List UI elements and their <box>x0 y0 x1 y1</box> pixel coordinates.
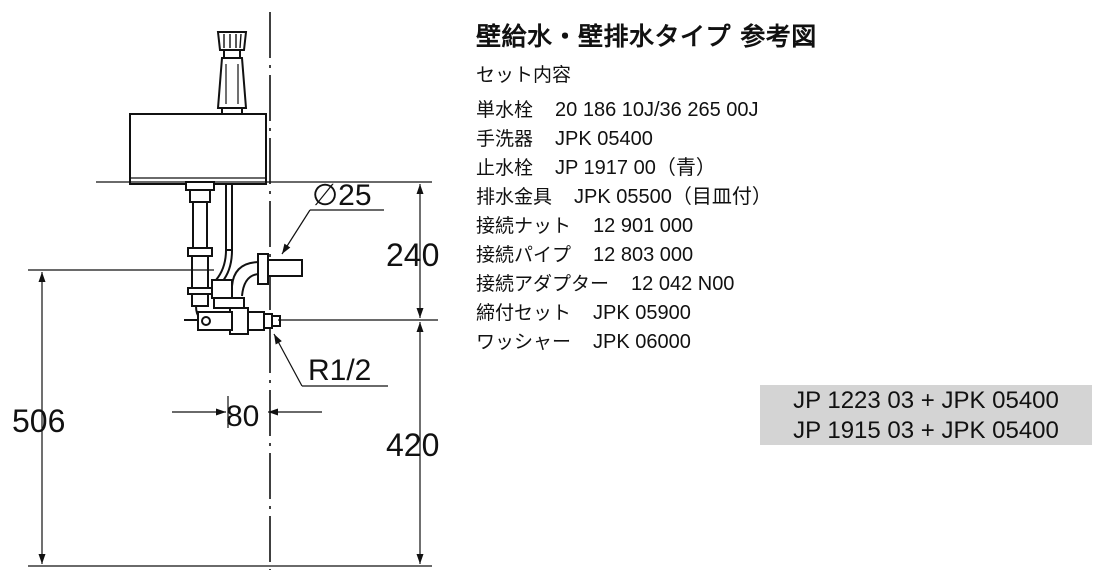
part-number: JPK 05900 <box>593 302 691 324</box>
faucet <box>216 31 248 117</box>
dim-80-label: 80 <box>226 400 259 433</box>
dim-420-label: 420 <box>386 427 439 463</box>
model-number-box: JP 1223 03 + JPK 05400 JP 1915 03 + JPK … <box>760 385 1092 445</box>
list-item: 排水金具 JPK 05500（目皿付） <box>476 183 772 212</box>
list-item: 接続パイプ 12 803 000 <box>476 241 772 270</box>
list-item: ワッシャー JPK 06000 <box>476 328 772 357</box>
part-number: 12 803 000 <box>593 244 694 266</box>
part-number: 12 901 000 <box>593 215 694 237</box>
part-number: JPK 06000 <box>593 331 691 353</box>
drain-pipe <box>185 181 232 325</box>
part-name: 単水栓 <box>476 99 534 121</box>
part-name: 手洗器 <box>476 128 534 150</box>
model-number: JP 1915 03 + JPK 05400 <box>793 417 1059 444</box>
model-number: JP 1223 03 + JPK 05400 <box>793 387 1059 414</box>
part-number: JP 1917 00（青） <box>555 157 716 179</box>
part-number: JPK 05400 <box>555 128 653 150</box>
part-name: 接続アダプター <box>476 273 610 295</box>
list-item: 止水栓 JP 1917 00（青） <box>476 154 772 183</box>
part-name: 接続パイプ <box>476 244 572 266</box>
dim-diameter-label: ∅25 <box>312 179 372 212</box>
parts-list: 単水栓 20 186 10J/36 265 00J 手洗器 JPK 05400 止水… <box>476 96 772 357</box>
part-name: 排水金具 <box>476 186 553 208</box>
dim-240-label: 240 <box>386 237 439 273</box>
part-number: 20 186 10J/36 265 00J <box>555 99 759 121</box>
dim-r12-label: R1/2 <box>308 354 371 387</box>
part-name: 止水栓 <box>476 157 534 179</box>
part-name: 接続ナット <box>476 215 572 237</box>
part-name: ワッシャー <box>476 331 572 353</box>
dimension-lines <box>28 184 438 567</box>
part-name: 締付セット <box>476 302 572 324</box>
list-item: 締付セット JPK 05900 <box>476 299 772 328</box>
basin <box>96 113 432 185</box>
list-item: 接続アダプター 12 042 N00 <box>476 270 772 299</box>
set-contents-heading: セット内容 <box>476 64 572 86</box>
page-title: 壁給水・壁排水タイプ 参考図 <box>476 22 817 51</box>
dim-506-label: 506 <box>12 403 65 439</box>
wall-fittings <box>247 253 303 331</box>
part-number: JPK 05500（目皿付） <box>574 186 772 208</box>
part-number: 12 042 N00 <box>631 273 735 295</box>
list-item: 単水栓 20 186 10J/36 265 00J <box>476 96 772 125</box>
list-item: 手洗器 JPK 05400 <box>476 125 772 154</box>
list-item: 接続ナット 12 901 000 <box>476 212 772 241</box>
